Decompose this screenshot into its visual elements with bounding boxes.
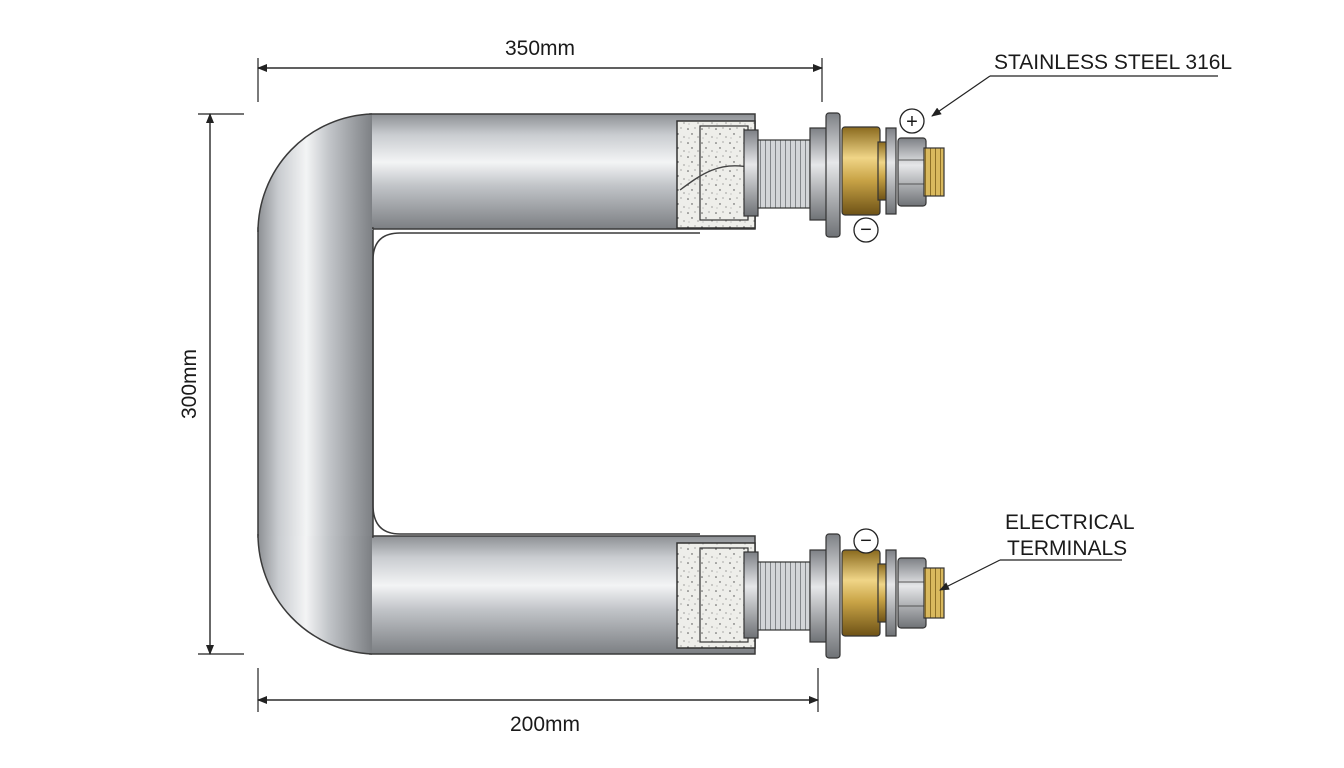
terminals-callout-line1: ELECTRICAL — [1005, 511, 1135, 534]
svg-text:−: − — [860, 530, 872, 552]
terminals-callout-line2: TERMINALS — [1007, 537, 1127, 560]
hex-nut-bottom — [897, 557, 927, 629]
heating-wire-top — [679, 165, 753, 191]
dimension-height — [198, 113, 244, 655]
flange-washer-top — [825, 112, 841, 238]
terminals-callout: ELECTRICAL TERMINALS — [939, 511, 1135, 591]
terminal-thread-top — [923, 147, 945, 197]
insulation-cutaway-top — [676, 120, 756, 229]
threaded-stud-top — [757, 139, 811, 209]
brass-nut-top — [841, 126, 881, 216]
svg-text:+: + — [906, 111, 918, 133]
bottom-fitting — [676, 533, 945, 659]
dimension-top — [257, 58, 823, 102]
u-tube — [257, 113, 756, 655]
terminal-thread-bottom — [923, 567, 945, 619]
hex-nut-top — [897, 137, 927, 207]
dimension-top-label: 350mm — [505, 37, 575, 60]
brass-nut-bottom — [841, 549, 881, 637]
flange-washer-bottom — [825, 533, 841, 659]
top-fitting — [676, 112, 945, 238]
polarity-positive-top: + — [899, 108, 925, 134]
tube-bottom-bend — [257, 536, 372, 654]
dimension-bottom-label: 200mm — [510, 713, 580, 736]
insulation-cutaway-bottom — [676, 542, 756, 649]
polarity-negative-top: − — [853, 217, 879, 243]
dimension-bottom — [257, 668, 819, 712]
threaded-stud-bottom — [757, 561, 811, 631]
dimension-height-label: 300mm — [178, 349, 201, 419]
tube-top-bend — [258, 114, 373, 230]
polarity-negative-bottom: − — [853, 528, 879, 554]
material-callout-label: STAINLESS STEEL 316L — [994, 51, 1232, 74]
material-callout: STAINLESS STEEL 316L — [931, 51, 1232, 117]
svg-text:−: − — [860, 219, 872, 241]
tube-vertical-section — [257, 227, 374, 538]
